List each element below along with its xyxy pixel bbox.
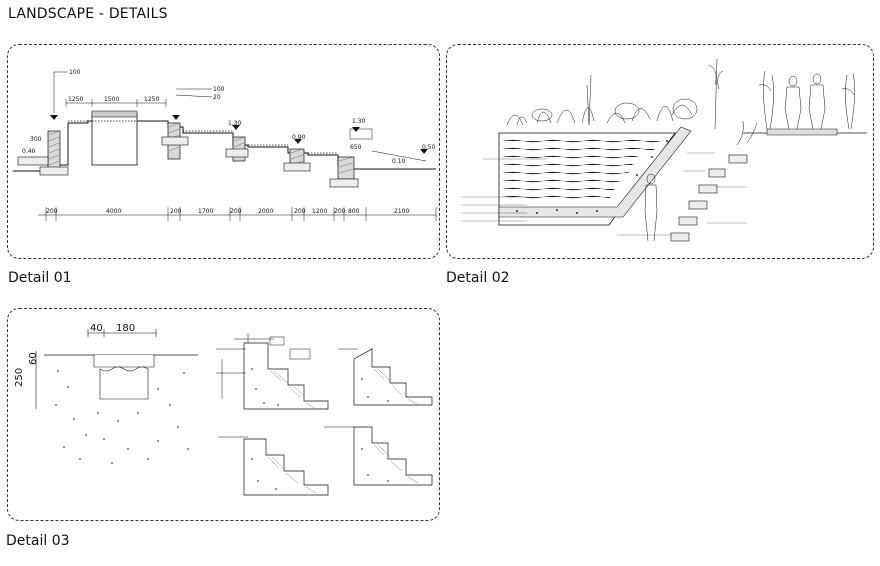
dim-bottom-6: 2000 <box>258 208 273 215</box>
detail-02-panel[interactable] <box>446 44 874 259</box>
level-label-5: 0.90 <box>292 134 306 141</box>
detail-03-caption: Detail 03 <box>6 533 70 549</box>
detail-01-drawing: 1250 1500 1250 100 100 20 1.30 0.90 1.30… <box>13 69 437 221</box>
detail-02-drawing <box>461 58 867 242</box>
detail-03-dim-1: 40 <box>90 323 103 334</box>
dim-bottom-5: 200 <box>230 208 242 215</box>
dims-bottom: 200 4000 200 1700 200 2000 200 1200 200 … <box>46 208 409 215</box>
dim-bottom-2: 4000 <box>106 208 121 215</box>
dim-bottom-4: 1700 <box>198 208 213 215</box>
level-label-9: 0.40 <box>22 148 36 155</box>
level-label-6: 1.30 <box>352 118 366 125</box>
page-title: LANDSCAPE - DETAILS <box>8 6 168 22</box>
level-label-3: 20 <box>213 94 221 101</box>
level-label-11: 300 <box>30 136 42 143</box>
detail-01-panel[interactable]: 1250 1500 1250 100 100 20 1.30 0.90 1.30… <box>7 44 440 259</box>
level-label-7: 0.10 <box>392 158 406 165</box>
dim-bottom-11: 2100 <box>394 208 409 215</box>
dim-top-1: 1250 <box>68 96 83 103</box>
detail-03-dim-2: 180 <box>116 323 135 334</box>
dim-bottom-9: 200 <box>334 208 346 215</box>
level-label-8: 0.50 <box>422 144 436 151</box>
level-label-10: 650 <box>350 144 362 151</box>
detail-01-caption: Detail 01 <box>8 270 72 286</box>
dim-bottom-8: 1200 <box>312 208 327 215</box>
level-label-1: 100 <box>69 69 81 76</box>
detail-03-dim-4: 60 <box>28 352 39 365</box>
dim-bottom-7: 200 <box>294 208 306 215</box>
dim-top-2: 1500 <box>104 96 119 103</box>
level-label-2: 100 <box>213 86 225 93</box>
dim-top-3: 1250 <box>144 96 159 103</box>
detail-03-panel[interactable]: 40 180 250 60 <box>7 308 440 521</box>
dim-bottom-1: 200 <box>46 208 58 215</box>
detail-03-dim-3: 250 <box>14 368 25 387</box>
detail-03-drawing: 40 180 250 60 <box>14 323 433 496</box>
dim-bottom-3: 200 <box>170 208 182 215</box>
level-label-4: 1.30 <box>228 120 242 127</box>
detail-02-caption: Detail 02 <box>446 270 510 286</box>
dim-bottom-10: 800 <box>348 208 360 215</box>
